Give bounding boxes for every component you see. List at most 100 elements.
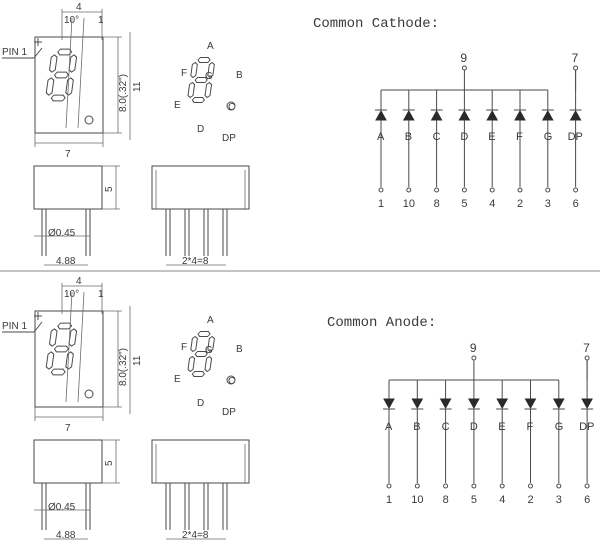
segment-d bbox=[191, 371, 206, 377]
terminal-e bbox=[489, 187, 495, 193]
legend-digit bbox=[187, 331, 215, 377]
segment-f bbox=[190, 61, 198, 79]
segment-label-a: A bbox=[377, 131, 385, 143]
terminal-d bbox=[471, 483, 477, 489]
pin-number-dp: 6 bbox=[584, 494, 590, 506]
front-digit bbox=[45, 322, 78, 376]
common-terminal-9 bbox=[461, 65, 467, 71]
legend-label-dp: DP bbox=[222, 407, 236, 418]
pin1-label: PIN 1 bbox=[2, 47, 27, 58]
legend-label-a: A bbox=[207, 315, 214, 326]
segment-a bbox=[197, 57, 211, 63]
terminal-g bbox=[556, 483, 562, 489]
dim-total-height: 11 bbox=[132, 81, 143, 92]
legend-label-dp: DP bbox=[222, 133, 236, 144]
legend-dp-dot bbox=[226, 375, 236, 385]
dim-pin-diameter: Ø0.45 bbox=[48, 502, 76, 513]
legend-label-g: G bbox=[205, 71, 213, 82]
segment-c bbox=[65, 351, 74, 370]
segment-b bbox=[207, 61, 215, 79]
segment-label-g: G bbox=[544, 131, 553, 143]
slant-line-1 bbox=[65, 17, 73, 129]
pin-number-g: 3 bbox=[556, 494, 562, 506]
segment-label-e: E bbox=[498, 421, 505, 433]
dim-small: 1 bbox=[98, 289, 104, 300]
pin-number-c: 8 bbox=[434, 198, 440, 210]
pin-number-e: 4 bbox=[499, 494, 505, 506]
segment-label-e: E bbox=[488, 131, 495, 143]
segment-label-b: B bbox=[413, 421, 420, 433]
dim-pin-offset: 4.88 bbox=[56, 530, 76, 541]
terminal-d bbox=[461, 187, 467, 193]
segment-label-d: D bbox=[460, 131, 468, 143]
segment-e bbox=[45, 77, 55, 96]
segment-a bbox=[57, 322, 73, 330]
legend-label-e: E bbox=[174, 374, 181, 385]
segment-e bbox=[187, 81, 196, 99]
pin-number-g: 3 bbox=[545, 198, 551, 210]
dim-pitch: 2*4=8 bbox=[182, 530, 209, 541]
common-pin-7: 7 bbox=[572, 51, 579, 65]
diode-a bbox=[383, 398, 395, 410]
pin-number-b: 10 bbox=[411, 494, 423, 506]
diode-dp bbox=[581, 398, 593, 410]
side-body bbox=[33, 439, 103, 484]
segment-label-d: D bbox=[470, 421, 478, 433]
bottom-view: 2*4=8 bbox=[151, 165, 250, 267]
bottom-body bbox=[151, 165, 250, 210]
side-body bbox=[33, 165, 103, 210]
pin-number-a: 1 bbox=[386, 494, 392, 506]
segment-label-dp: DP bbox=[568, 131, 583, 143]
segment-label-a: A bbox=[385, 421, 393, 433]
dim-pin-offset: 4.88 bbox=[56, 256, 76, 267]
diode-d bbox=[468, 398, 480, 410]
segment-a bbox=[197, 331, 211, 337]
segment-e bbox=[45, 351, 55, 370]
segment-c bbox=[204, 81, 213, 99]
diode-g bbox=[552, 398, 565, 410]
dim-small: 1 bbox=[98, 15, 104, 26]
terminal-g bbox=[545, 187, 551, 193]
segment-label-f: F bbox=[516, 131, 523, 143]
diode-b bbox=[411, 398, 424, 410]
segment-label-c: C bbox=[433, 131, 441, 143]
legend-label-f: F bbox=[181, 342, 187, 353]
segment-a bbox=[57, 48, 73, 56]
common-terminal-7 bbox=[584, 355, 590, 361]
common-terminal-7 bbox=[573, 65, 579, 71]
pin-number-d: 5 bbox=[471, 494, 477, 506]
pin-number-f: 2 bbox=[528, 494, 534, 506]
segment-g bbox=[53, 345, 69, 353]
legend-label-d: D bbox=[197, 398, 204, 409]
segment-label-g: G bbox=[555, 421, 564, 433]
dim-pitch: 2*4=8 bbox=[182, 256, 209, 267]
schematic-title: Common Anode: bbox=[327, 315, 436, 331]
terminal-dp bbox=[584, 483, 590, 489]
pin-number-c: 8 bbox=[443, 494, 449, 506]
pin-number-e: 4 bbox=[489, 198, 495, 210]
legend-label-e: E bbox=[174, 100, 181, 111]
common-pin-9: 9 bbox=[460, 51, 467, 65]
segment-label-b: B bbox=[405, 131, 412, 143]
dim-width: 7 bbox=[65, 423, 71, 434]
dim-height: 8.0(.32") bbox=[118, 348, 129, 386]
package-outline bbox=[34, 36, 104, 134]
front-digit bbox=[45, 48, 78, 102]
common-pin-7: 7 bbox=[583, 341, 590, 355]
pin1-leader-2 bbox=[33, 47, 43, 59]
legend-label-b: B bbox=[236, 70, 243, 81]
legend-label-c: C bbox=[228, 102, 235, 113]
diode-f bbox=[524, 398, 537, 410]
dim-top-width: 4 bbox=[76, 276, 82, 287]
pin-number-f: 2 bbox=[517, 198, 523, 210]
decimal-point bbox=[84, 389, 94, 399]
dim-side-height: 5 bbox=[104, 460, 115, 466]
segment-g bbox=[194, 351, 208, 357]
terminal-b bbox=[406, 187, 412, 193]
